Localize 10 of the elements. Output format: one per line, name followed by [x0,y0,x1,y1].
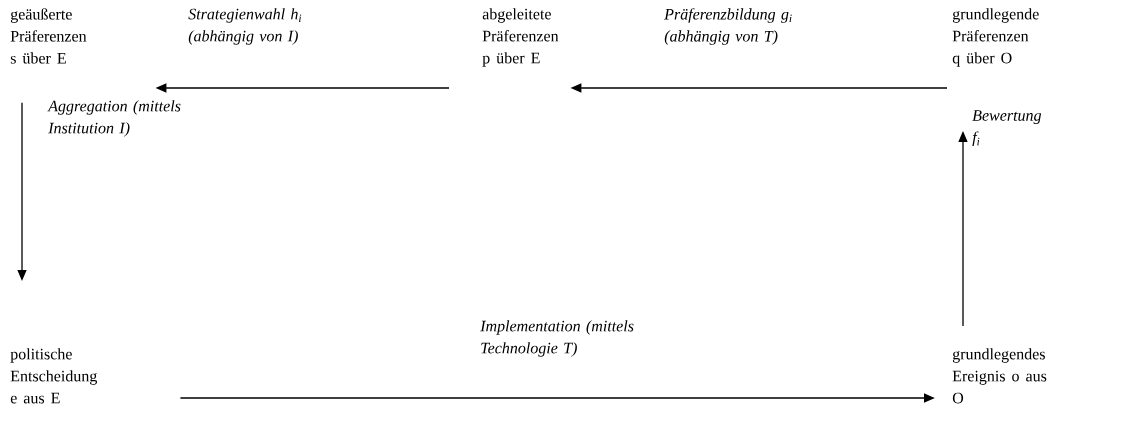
node-text: grundlegendes Ereignis o aus O [952,348,1047,404]
node-text: grundlegende Präferenzen q über O [952,8,1039,67]
edge-label: Präferenzbildung g$_{i}$ (abhängig von T) [664,8,792,45]
edge-label: Aggregation (mittels Institution I) [47,100,181,137]
edge-label: Strategienwahl h$_{i}$ (abhängig von I) [188,8,302,45]
edge-label: Implementation (mittels Technologie T) [480,320,634,357]
node-text: abgeleitete Präferenzen p über E [482,8,559,67]
node-text: geäußerte Präferenzen s über E [10,8,87,64]
node-text: politische Entscheidung e aus E [10,348,97,404]
edge-label: Bewertung f$_{i}$ [972,110,1042,147]
